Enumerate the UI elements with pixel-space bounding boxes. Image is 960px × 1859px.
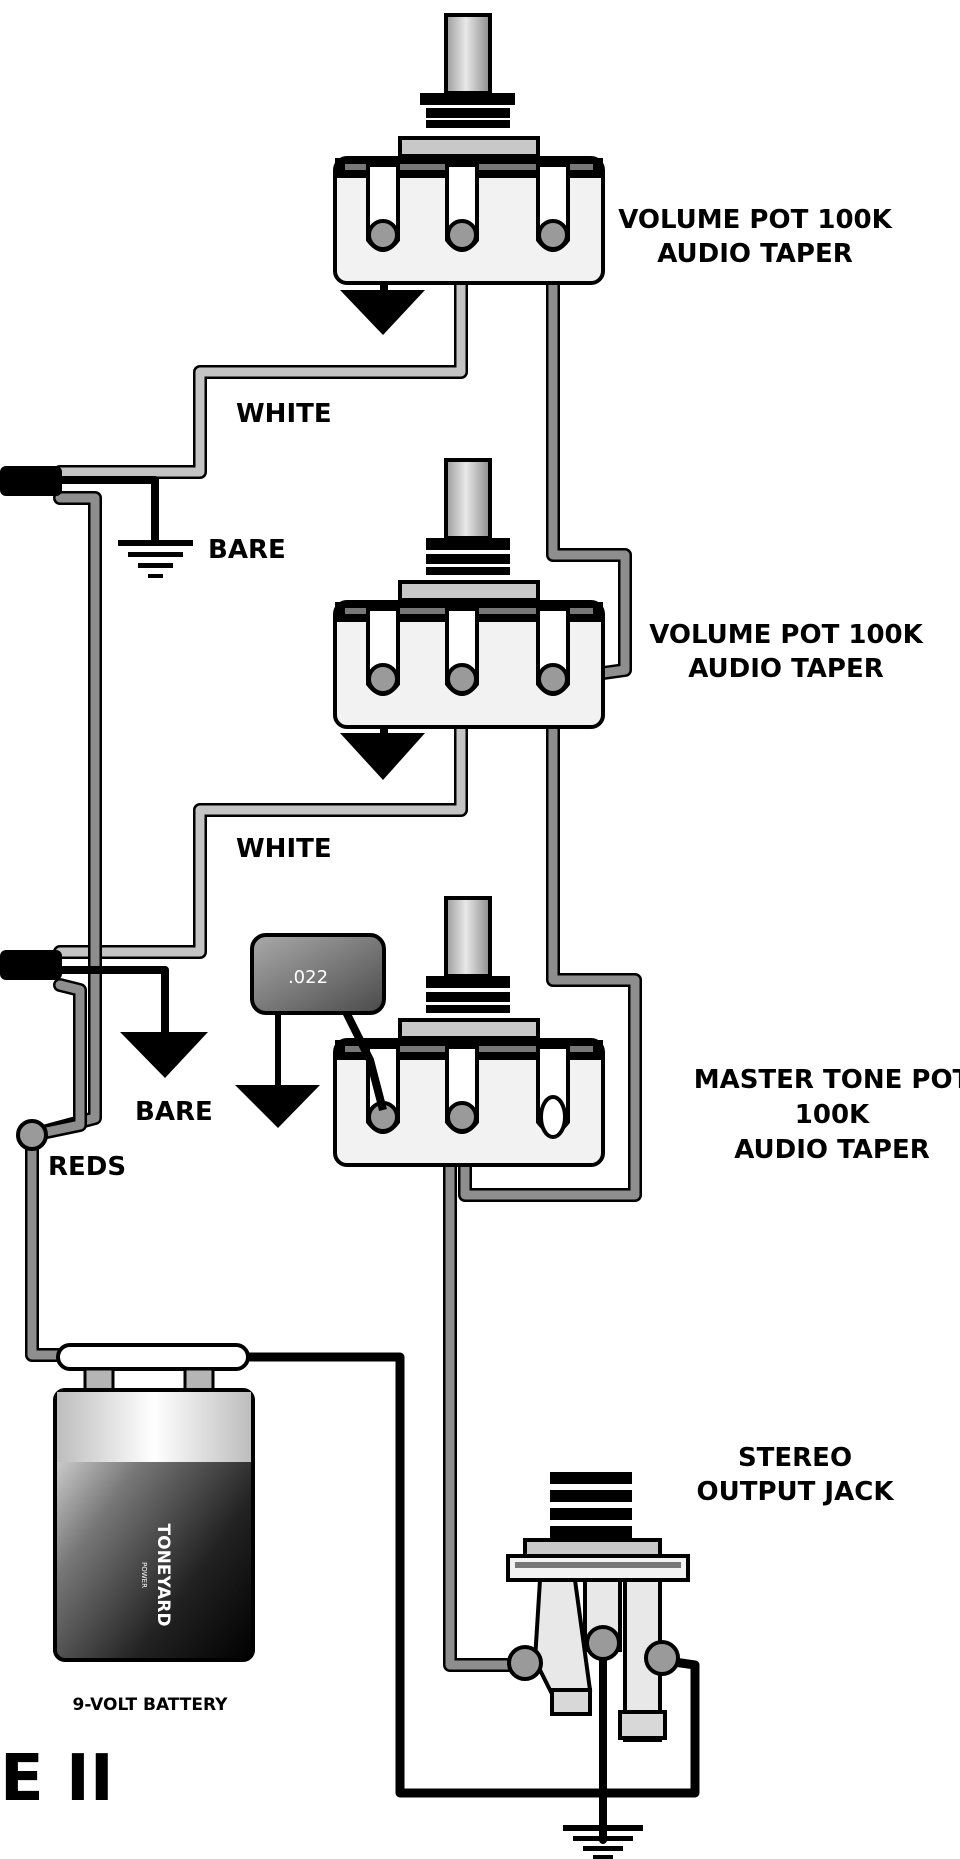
volume-pot-2 [333,458,605,729]
pot2-label-line2: AUDIO TAPER [688,654,884,684]
capacitor: .022 [250,933,386,1015]
reds-label: REDS [48,1152,126,1182]
ground-icon-jack [563,1825,643,1859]
battery-caption: 9-VOLT BATTERY [73,1695,229,1715]
tone-label-line2: 100K [795,1100,870,1130]
bare-label-1: BARE [208,535,286,565]
tone-label-line3: AUDIO TAPER [734,1135,930,1165]
jack-label-line1: STEREO [738,1443,852,1473]
capacitor-lead [341,1008,387,1112]
jack-label-line2: OUTPUT JACK [697,1477,895,1507]
battery: TONEYARD POWER [53,1343,255,1662]
figure-partial-title: E II [0,1742,114,1816]
ground-icon-bare-1 [118,540,193,578]
capacitor-label: .022 [288,967,328,988]
wires [25,231,700,1844]
cable-end-2 [0,950,62,980]
red-wire-left-short [25,978,87,1142]
labels: VOLUME POT 100K AUDIO TAPER VOLUME POT 1… [0,205,960,1816]
white-label-2: WHITE [236,834,332,864]
master-tone-pot [333,896,605,1167]
white-label-1: WHITE [236,399,332,429]
volume-pot-1 [333,13,605,285]
tone-label-line1: MASTER TONE POT [694,1065,960,1095]
bare-wire-1 [56,476,159,544]
battery-sub: POWER [140,1562,148,1588]
bare-wire-2 [56,966,169,1036]
battery-brand: TONEYARD [153,1524,173,1627]
cable-end-1 [0,466,62,496]
bare-label-2: BARE [135,1097,213,1127]
battery-black-wire [240,1352,700,1798]
pot1-label-line2: AUDIO TAPER [657,239,853,269]
stereo-output-jack [506,1472,690,1742]
ground-icon-capacitor [235,990,320,1128]
ground-icon-bare-2 [120,1032,208,1078]
pot2-label-line1: VOLUME POT 100K [649,620,923,650]
pot1-label-line1: VOLUME POT 100K [618,205,892,235]
reds-junction [16,1119,48,1151]
